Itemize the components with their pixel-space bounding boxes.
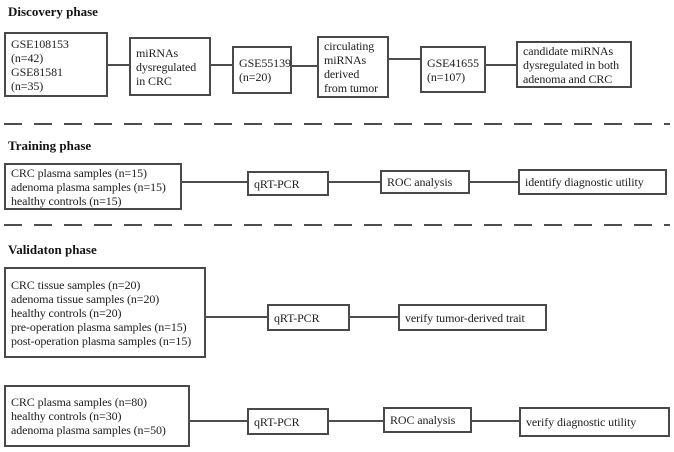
connector-line: [290, 65, 319, 67]
box-verify-tumor-derived-trait: verify tumor-derived trait: [398, 304, 547, 331]
connector-line: [188, 420, 247, 422]
box-gse-datasets-text: GSE108153 (n=42) GSE81581 (n=35): [11, 36, 69, 93]
phase-title-training: Training phase: [8, 138, 92, 153]
connector-line: [180, 181, 247, 183]
box-gse55139-text: GSE55139 (n=20): [239, 56, 291, 84]
phase-title-discovery: Discovery phase: [8, 4, 98, 19]
box-candidate-mirnas-text: candidate miRNAs dysregulated in both ad…: [523, 43, 619, 86]
connector-line: [470, 420, 519, 422]
box-qrt-pcr-validation-2: qRT-PCR: [247, 408, 329, 435]
box-qrt-pcr-training: qRT-PCR: [247, 171, 329, 196]
box-roc-analysis-validation-text: ROC analysis: [390, 413, 456, 427]
box-verify-tumor-derived-trait-text: verify tumor-derived trait: [405, 310, 525, 325]
phase-divider-dashed: [4, 123, 670, 125]
connector-line: [468, 181, 518, 183]
box-validation-tissue-samples: CRC tissue samples (n=20) adenoma tissue…: [4, 267, 206, 358]
connector-line: [106, 64, 131, 66]
box-qrt-pcr-training-text: qRT-PCR: [254, 176, 300, 191]
box-qrt-pcr-validation-1-text: qRT-PCR: [274, 310, 320, 325]
box-gse55139: GSE55139 (n=20): [232, 46, 292, 94]
connector-line: [327, 420, 383, 422]
connector-line: [204, 316, 267, 318]
connector-line: [387, 58, 422, 60]
box-verify-diagnostic-utility: verify diagnostic utility: [519, 407, 670, 437]
box-qrt-pcr-validation-2-text: qRT-PCR: [254, 414, 300, 429]
box-mirnas-dysregulated-crc: miRNAs dysregulated in CRC: [129, 37, 211, 96]
box-roc-analysis-training-text: ROC analysis: [387, 175, 453, 189]
box-gse41655-text: GSE41655 (n=107): [427, 55, 479, 84]
box-roc-analysis-training: ROC analysis: [380, 170, 470, 194]
box-identify-diagnostic-utility-text: identify diagnostic utility: [525, 175, 644, 189]
box-qrt-pcr-validation-1: qRT-PCR: [267, 304, 350, 331]
box-training-samples-text: CRC plasma samples (n=15) adenoma plasma…: [11, 165, 166, 208]
box-validation-plasma-samples-text: CRC plasma samples (n=80) healthy contro…: [11, 395, 166, 437]
box-training-samples: CRC plasma samples (n=15) adenoma plasma…: [4, 163, 182, 210]
box-validation-tissue-samples-text: CRC tissue samples (n=20) adenoma tissue…: [11, 277, 192, 348]
connector-line: [484, 64, 518, 66]
box-candidate-mirnas: candidate miRNAs dysregulated in both ad…: [516, 41, 632, 88]
box-roc-analysis-validation: ROC analysis: [383, 407, 472, 433]
connector-line: [348, 316, 398, 318]
box-identify-diagnostic-utility: identify diagnostic utility: [518, 169, 667, 195]
box-circulating-mirnas: circulating miRNAs derived from tumor: [317, 36, 389, 98]
box-mirnas-dysregulated-crc-text: miRNAs dysregulated in CRC: [136, 45, 197, 88]
connector-line: [209, 64, 234, 66]
box-circulating-mirnas-text: circulating miRNAs derived from tumor: [324, 39, 378, 95]
box-validation-plasma-samples: CRC plasma samples (n=80) healthy contro…: [4, 385, 190, 447]
box-verify-diagnostic-utility-text: verify diagnostic utility: [526, 415, 637, 429]
phase-divider-dashed: [4, 224, 670, 226]
box-gse41655: GSE41655 (n=107): [420, 46, 486, 93]
connector-line: [327, 181, 380, 183]
box-gse-datasets: GSE108153 (n=42) GSE81581 (n=35): [4, 32, 108, 97]
phase-title-validation: Validaton phase: [8, 242, 97, 257]
